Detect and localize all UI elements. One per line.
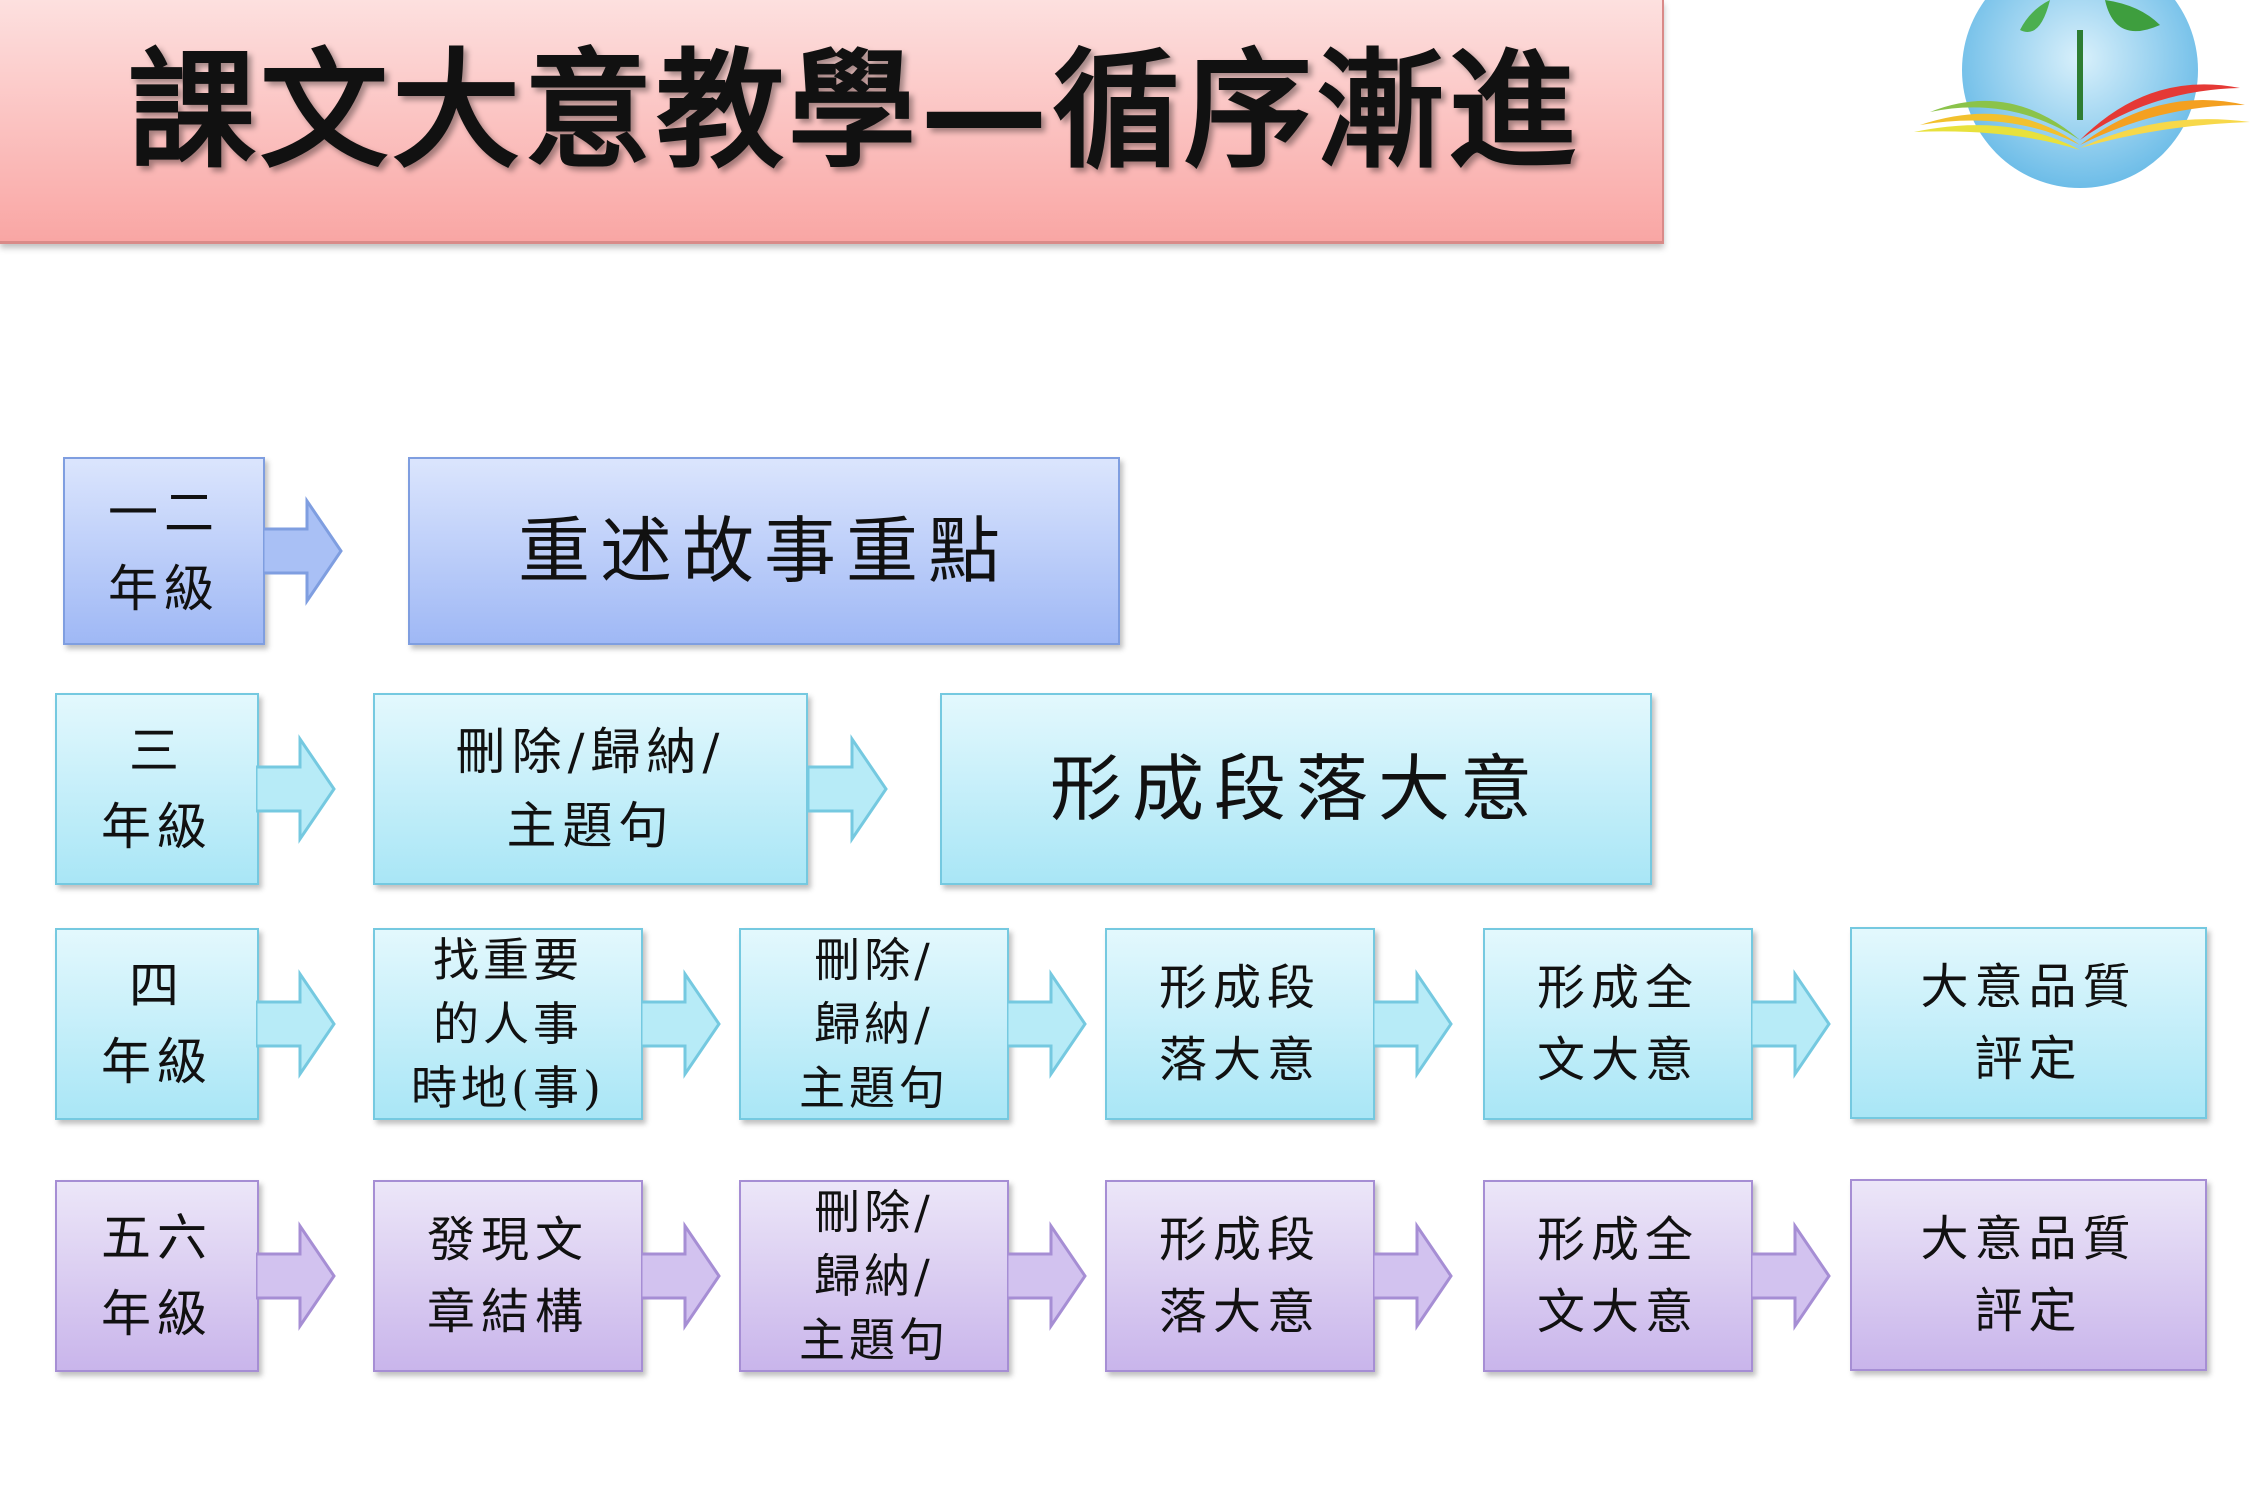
step-form-paragraph-main-idea: 形成段 落大意 — [1105, 1180, 1375, 1372]
grade-label-3: 三 年級 — [55, 693, 259, 885]
grade-label-5-6: 五六 年級 — [55, 1180, 259, 1372]
arrow-right-icon — [641, 969, 721, 1079]
step-label: 大意品質 評定 — [1920, 1211, 2137, 1339]
step-label: 形成全 文大意 — [1536, 1212, 1699, 1340]
grade-label-4: 四 年級 — [55, 928, 259, 1120]
grade-label-text: 四 年級 — [101, 957, 213, 1091]
arrow-right-icon — [641, 1221, 721, 1331]
step-label: 形成段 落大意 — [1158, 1212, 1321, 1340]
step-label: 形成全 文大意 — [1536, 960, 1699, 1088]
step-label: 刪除/歸納/ 主題句 — [455, 723, 726, 855]
step-label: 發現文 章結構 — [426, 1212, 589, 1340]
step-label: 找重要 的人事 時地(事) — [411, 933, 605, 1115]
step-main-idea-quality-review: 大意品質 評定 — [1850, 927, 2207, 1119]
arrow-right-icon — [256, 734, 336, 844]
step-label: 形成段 落大意 — [1158, 960, 1321, 1088]
step-form-full-text-main-idea: 形成全 文大意 — [1483, 1180, 1753, 1372]
grade-label-1-2: 一二 年級 — [63, 457, 265, 645]
step-label: 形成段落大意 — [1049, 747, 1542, 831]
step-label: 重述故事重點 — [517, 509, 1010, 593]
arrow-right-icon — [1751, 969, 1831, 1079]
arrow-right-icon — [808, 734, 888, 844]
grade-label-text: 三 年級 — [101, 722, 213, 856]
step-label: 刪除/ 歸納/ 主題句 — [799, 933, 949, 1115]
step-form-paragraph-main-idea: 形成段 落大意 — [1105, 928, 1375, 1120]
step-delete-summarize-topic: 刪除/ 歸納/ 主題句 — [739, 928, 1009, 1120]
step-retell-key-points: 重述故事重點 — [408, 457, 1120, 645]
grade-label-text: 一二 年級 — [108, 484, 220, 618]
arrow-right-icon — [1007, 969, 1087, 1079]
step-find-key-people-events: 找重要 的人事 時地(事) — [373, 928, 643, 1120]
slide-title: 課文大意教學—循序漸進 — [128, 37, 1581, 186]
arrow-right-icon — [256, 1221, 336, 1331]
title-banner: 課文大意教學—循序漸進 — [0, 0, 1664, 244]
step-main-idea-quality-review: 大意品質 評定 — [1850, 1179, 2207, 1371]
step-delete-summarize-topic: 刪除/ 歸納/ 主題句 — [739, 1180, 1009, 1372]
step-form-paragraph-main-idea: 形成段落大意 — [940, 693, 1652, 885]
arrow-right-icon — [1751, 1221, 1831, 1331]
arrow-right-icon — [1007, 1221, 1087, 1331]
arrow-right-icon — [263, 496, 343, 606]
arrow-right-icon — [1373, 1221, 1453, 1331]
arrow-right-icon — [1373, 969, 1453, 1079]
step-label: 刪除/ 歸納/ 主題句 — [799, 1185, 949, 1367]
step-form-full-text-main-idea: 形成全 文大意 — [1483, 928, 1753, 1120]
step-discover-text-structure: 發現文 章結構 — [373, 1180, 643, 1372]
sprout-book-logo-icon — [1914, 0, 2250, 188]
step-delete-summarize-topic: 刪除/歸納/ 主題句 — [373, 693, 808, 885]
grade-label-text: 五六 年級 — [101, 1209, 213, 1343]
step-label: 大意品質 評定 — [1920, 959, 2137, 1087]
arrow-right-icon — [256, 969, 336, 1079]
